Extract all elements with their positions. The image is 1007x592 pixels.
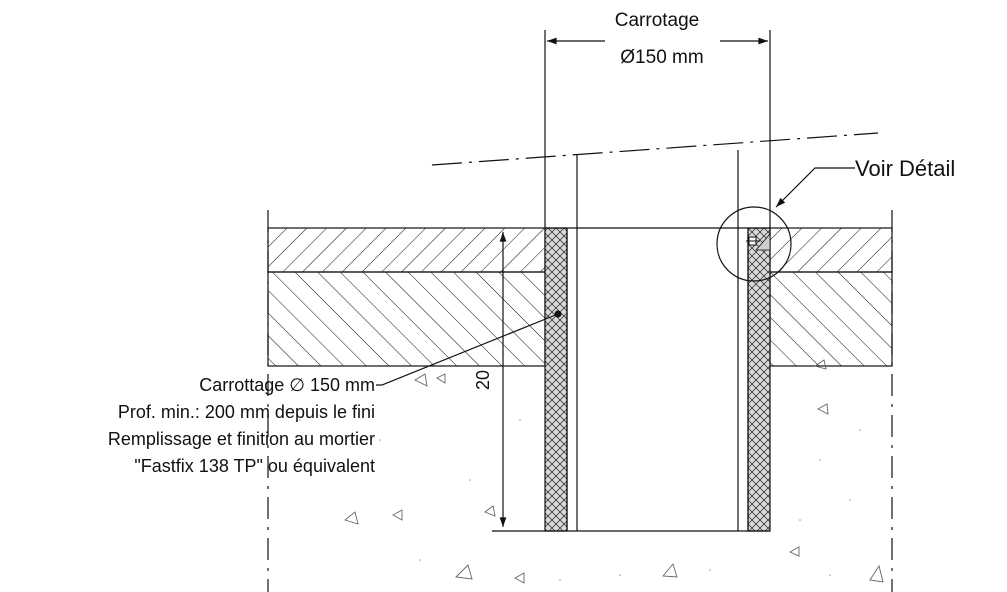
middle-slab-left	[267, 271, 546, 367]
core-note-leader-dot	[554, 310, 562, 318]
core-note-line4: "Fastfix 138 TP" ou équivalent	[134, 456, 375, 476]
detail-small-symbol	[746, 236, 760, 246]
detail-grout-wedge	[755, 232, 771, 251]
aggregate-symbols	[344, 359, 884, 584]
top-slab-right	[769, 227, 893, 273]
core-note-line3: Remplissage et finition au mortier	[108, 429, 375, 449]
aggregate-dots	[299, 419, 861, 581]
detail-callout-label: Voir Détail	[855, 156, 955, 181]
top-slab-left	[267, 227, 546, 273]
detail-circle	[716, 206, 792, 282]
core-note-leader	[376, 313, 559, 386]
break-line	[431, 132, 879, 166]
detail-leader	[775, 167, 855, 208]
grout-wall-right	[747, 227, 771, 532]
core-note-line2: Prof. min.: 200 mm depuis le fini	[118, 402, 375, 422]
top-dimension-line1: Carrotage	[615, 10, 700, 31]
vertical-dimension-label: 20	[473, 370, 493, 390]
grout-wall-left	[544, 227, 568, 532]
top-dimension-line2: Ø150 mm	[620, 47, 703, 68]
core-note-line1: Carrottage ∅ 150 mm	[199, 375, 375, 395]
middle-slab-right	[769, 271, 893, 367]
